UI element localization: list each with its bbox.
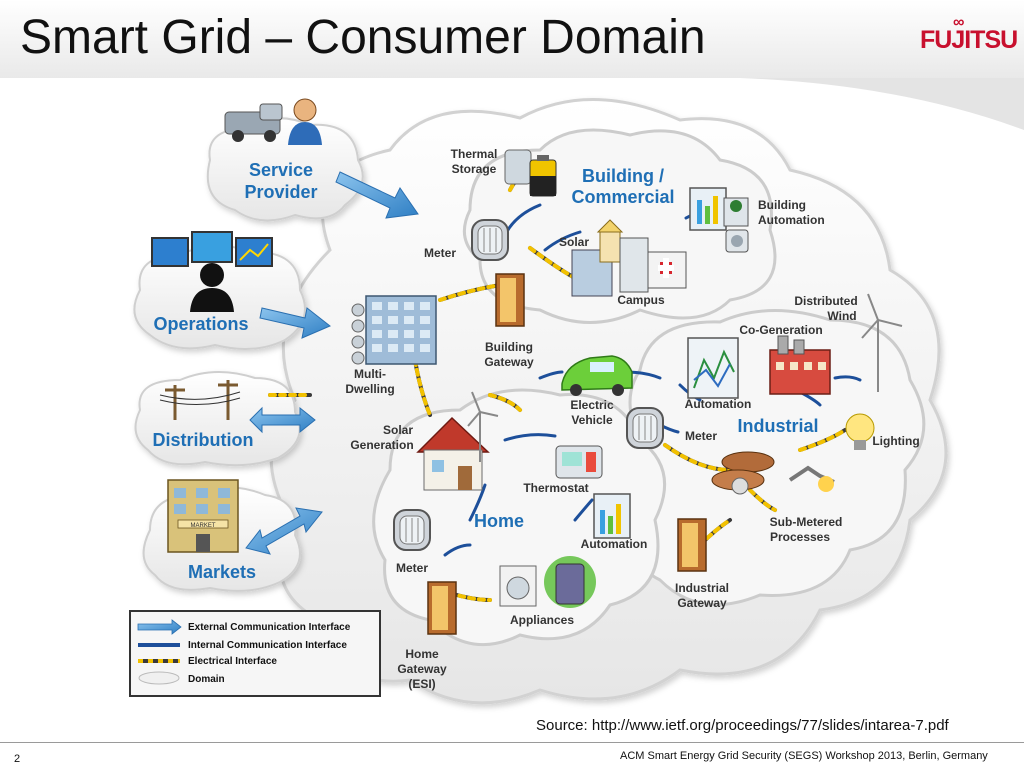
- service-provider-label-line2: Provider: [244, 182, 317, 202]
- sub-metered-label-line2: Processes: [770, 530, 830, 544]
- industrial-gateway-label-line2: Gateway: [677, 596, 727, 610]
- distribution-cloud: [134, 370, 301, 467]
- home-label: Home: [474, 511, 524, 531]
- building-meter-icon: [471, 219, 509, 261]
- utility-poles-icon: [159, 380, 241, 420]
- thermostat-label: Thermostat: [523, 481, 588, 495]
- home-automation-label: Automation: [581, 537, 648, 551]
- campus-label: Campus: [617, 293, 665, 307]
- external-arrow-operations: [259, 307, 331, 339]
- logo-infinity-icon: ∞: [953, 14, 964, 31]
- external-arrow-service-provider: [335, 171, 419, 219]
- legend-label-internal: Internal Communication Interface: [188, 640, 347, 651]
- markets-label: Markets: [188, 562, 256, 582]
- footer-text: ACM Smart Energy Grid Security (SEGS) Wo…: [620, 750, 988, 762]
- distributed-wind-label-line1: Distributed: [794, 294, 857, 308]
- home-automation-icon: [593, 493, 631, 539]
- operations-monitors-icon: [151, 231, 273, 267]
- building-meter-label: Meter: [424, 246, 456, 260]
- building-automation-icon: [689, 187, 749, 253]
- distribution-label: Distribution: [153, 430, 254, 450]
- light-bulb-icon: [845, 413, 875, 450]
- campus-buildings-icon: [571, 219, 687, 297]
- building-automation-label-line2: Automation: [758, 213, 825, 227]
- building-label-line2: Commercial: [571, 187, 674, 207]
- appliances-label: Appliances: [510, 613, 574, 627]
- wind-turbine-icon: [861, 293, 903, 392]
- industrial-gateway-icon: [677, 518, 707, 572]
- building-gateway-icon: [495, 273, 525, 327]
- thermostat-icon: [555, 445, 603, 479]
- source-citation: Source: http://www.ietf.org/proceedings/…: [536, 717, 949, 734]
- electric-vehicle-label-line2: Vehicle: [571, 413, 613, 427]
- multi-dwelling-label-line1: Multi-: [354, 367, 386, 381]
- legend-label-external: External Communication Interface: [188, 622, 351, 633]
- co-generation-label: Co-Generation: [739, 323, 822, 337]
- building-automation-label-line1: Building: [758, 198, 806, 212]
- industrial-automation-label: Automation: [685, 397, 752, 411]
- operator-silhouette-icon: [190, 263, 234, 312]
- home-meter-label: Meter: [396, 561, 428, 575]
- building-gateway-label-line1: Building: [485, 340, 533, 354]
- distributed-wind-label-line2: Wind: [827, 309, 856, 323]
- sub-metered-label-line1: Sub-Metered: [770, 515, 843, 529]
- building-label-line1: Building /: [582, 166, 664, 186]
- legend-label-electrical: Electrical Interface: [188, 656, 277, 667]
- domain-labels: Service Provider Operations Distribution…: [153, 160, 819, 582]
- building-gateway-label-line2: Gateway: [484, 355, 534, 369]
- external-arrow-markets: [245, 507, 323, 555]
- solar-generation-label-line2: Generation: [350, 438, 413, 452]
- lighting-label: Lighting: [872, 434, 919, 448]
- electric-vehicle-icon: [561, 355, 633, 396]
- thermal-storage-icon: [504, 149, 557, 197]
- slide-header: [0, 0, 1024, 78]
- house-icon: [416, 416, 490, 491]
- legend: External Communication Interface Interna…: [129, 610, 381, 697]
- market-sign-text: MARKET: [190, 523, 215, 529]
- co-generation-icon: [769, 335, 831, 395]
- component-labels: Thermal Storage Building Automation Mete…: [345, 147, 919, 691]
- home-gateway-label-line1: Home: [405, 647, 439, 661]
- thermal-storage-label-line1: Thermal: [451, 147, 498, 161]
- home-wind-turbine-icon: [467, 391, 499, 462]
- market-building-icon: MARKET: [167, 479, 239, 553]
- industrial-meter-icon: [626, 407, 664, 449]
- external-arrow-distribution: [249, 406, 316, 434]
- industrial-label: Industrial: [737, 416, 818, 436]
- home-gateway-label-line2: Gateway: [397, 662, 447, 676]
- service-truck-icon: [224, 103, 283, 142]
- multi-dwelling-icon: [351, 295, 437, 365]
- industrial-gateway-label-line1: Industrial: [675, 581, 729, 595]
- home-meter-icon: [393, 509, 431, 551]
- multi-dwelling-label-line2: Dwelling: [345, 382, 394, 396]
- industrial-meter-label: Meter: [685, 429, 717, 443]
- footer-divider: [0, 742, 1024, 743]
- fujitsu-logo: ∞FUJITSU: [920, 14, 1018, 55]
- solar-generation-label-line1: Solar: [383, 423, 413, 437]
- consumer-domain-diagram: MARKET: [129, 98, 948, 705]
- header-swoosh: [740, 78, 1024, 130]
- service-person-icon: [288, 98, 322, 145]
- building-solar-label: Solar: [559, 235, 589, 249]
- thermal-storage-label-line2: Storage: [452, 162, 497, 176]
- legend-domain-swatch: [138, 671, 180, 685]
- operations-label: Operations: [153, 314, 248, 334]
- service-provider-label-line1: Service: [249, 160, 313, 180]
- electric-vehicle-label-line1: Electric: [570, 398, 614, 412]
- logo-text: FUJITSU: [920, 26, 1018, 54]
- appliances-icon: [499, 556, 596, 608]
- home-gateway-icon: [427, 581, 457, 635]
- page-number: 2: [14, 753, 21, 765]
- legend-external-swatch: [137, 619, 182, 635]
- legend-label-domain: Domain: [188, 674, 225, 685]
- industrial-automation-icon: [687, 337, 739, 399]
- home-gateway-label-line3: (ESI): [408, 677, 435, 691]
- sub-metered-processes-icon: [711, 451, 835, 495]
- slide-title: Smart Grid – Consumer Domain: [20, 11, 706, 64]
